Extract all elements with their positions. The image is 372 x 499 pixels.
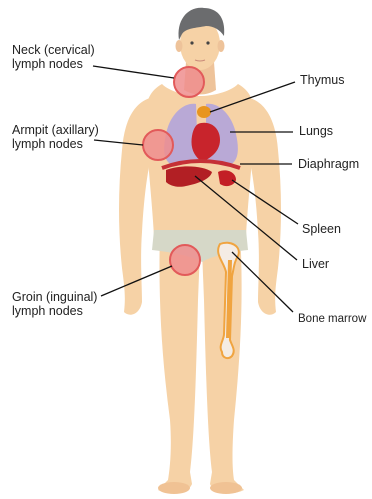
groin-lymph-nodes-label: Groin (inguinal) lymph nodes	[12, 290, 97, 318]
neck-label-line2: lymph nodes	[12, 57, 95, 71]
left-eye	[190, 41, 193, 44]
armpit-node-marker	[143, 130, 173, 160]
left-ear	[176, 40, 183, 52]
liver-label: Liver	[302, 257, 329, 271]
spleen-label: Spleen	[302, 222, 341, 236]
armpit-lymph-nodes-label: Armpit (axillary) lymph nodes	[12, 123, 99, 151]
lungs-label: Lungs	[299, 124, 333, 138]
right-eye	[206, 41, 209, 44]
groin-label-line1: Groin (inguinal)	[12, 290, 97, 304]
armpit-label-line2: lymph nodes	[12, 137, 99, 151]
neck-node-marker	[174, 67, 204, 97]
right-ear	[218, 40, 225, 52]
armpit-label-line1: Armpit (axillary)	[12, 123, 99, 137]
right-foot	[210, 482, 242, 494]
groin-node-marker	[170, 245, 200, 275]
neck-leader	[93, 66, 174, 78]
diaphragm-label: Diaphragm	[298, 157, 359, 171]
thymus-label: Thymus	[300, 73, 344, 87]
neck-lymph-nodes-label: Neck (cervical) lymph nodes	[12, 43, 95, 71]
bone-marrow-label: Bone marrow	[298, 312, 366, 326]
right-leg	[202, 232, 244, 493]
thymus-organ	[197, 106, 211, 118]
groin-label-line2: lymph nodes	[12, 304, 97, 318]
neck-label-line1: Neck (cervical)	[12, 43, 95, 57]
left-foot	[158, 482, 190, 494]
